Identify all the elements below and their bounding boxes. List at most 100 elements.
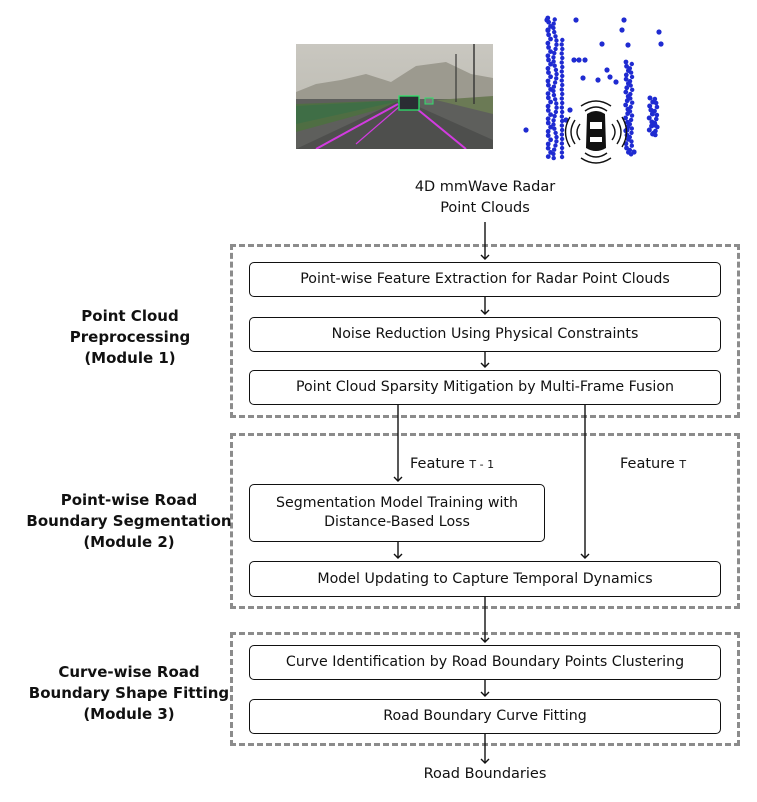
radar-point (551, 151, 556, 157)
radar-point (552, 63, 557, 68)
radar-point (559, 87, 564, 92)
road-camera-photo (296, 44, 493, 149)
radar-point (654, 104, 660, 110)
radar-point (629, 113, 635, 118)
step-label: Point-wise Feature Extraction for Radar … (300, 271, 670, 287)
radar-point (554, 139, 559, 144)
module-2-label-line: Point-wise Road (60, 491, 198, 509)
radar-point (551, 84, 557, 89)
radar-point (545, 129, 551, 134)
radar-point (576, 57, 582, 63)
radar-point (559, 69, 564, 74)
step-model-updating: Model Updating to Capture Temporal Dynam… (249, 561, 721, 597)
radar-point (559, 51, 564, 56)
radar-point (653, 116, 659, 122)
radar-point (559, 150, 565, 155)
radar-point (629, 130, 634, 135)
radar-point (631, 149, 637, 155)
step-segmentation-training: Segmentation Model Training with Distanc… (249, 484, 545, 542)
step-label: Point Cloud Sparsity Mitigation by Multi… (296, 379, 674, 395)
radar-point (624, 85, 630, 91)
feature-prev-label: Feature T - 1 (410, 454, 494, 475)
radar-point (554, 76, 559, 81)
radar-point (554, 134, 559, 140)
input-label-line1: 4D mmWave Radar (414, 179, 556, 195)
radar-point (545, 40, 551, 46)
radar-point (545, 145, 551, 151)
radar-point (624, 127, 630, 133)
radar-point (629, 143, 635, 148)
radar-point (628, 70, 634, 75)
radar-point (613, 79, 619, 85)
radar-point (653, 128, 658, 134)
radar-point (649, 123, 655, 129)
radar-point (624, 63, 629, 69)
feature-prev-subscript: T - 1 (469, 458, 495, 471)
radar-point (627, 122, 633, 127)
radar-point (551, 122, 556, 127)
radar-point (652, 120, 658, 126)
radar-point (552, 113, 557, 119)
radar-point (629, 100, 635, 105)
radar-point (560, 46, 565, 52)
radar-point (560, 55, 565, 61)
feature-curr-text: Feature (620, 456, 675, 472)
radar-point (623, 59, 629, 65)
radar-point (567, 107, 573, 113)
radar-point (551, 155, 556, 161)
radar-point (655, 124, 660, 130)
module-1-label-line: Preprocessing (69, 328, 191, 346)
radar-point (559, 60, 564, 65)
radar-point (623, 141, 629, 147)
radar-point (559, 96, 565, 101)
radar-point (623, 76, 629, 82)
radar-point (627, 109, 633, 114)
radar-point (545, 103, 551, 109)
radar-point (563, 117, 569, 123)
radar-point (650, 131, 656, 137)
radar-point (551, 21, 556, 26)
radar-point (551, 55, 556, 60)
radar-point (628, 152, 634, 157)
step-sparsity-mitigation: Point Cloud Sparsity Mitigation by Multi… (249, 370, 721, 405)
radar-point (548, 150, 553, 155)
radar-point (629, 87, 635, 93)
feature-curr-subscript: T (679, 458, 687, 471)
radar-point (553, 46, 558, 52)
radar-point (653, 100, 659, 106)
radar-point (545, 116, 551, 122)
radar-point (646, 115, 652, 121)
radar-point (559, 78, 564, 83)
input-label-line2: Point Clouds (440, 200, 530, 216)
radar-point (553, 109, 559, 115)
radar-point (627, 134, 633, 140)
radar-point (552, 80, 558, 85)
radar-point (628, 96, 633, 101)
radar-point (560, 82, 565, 88)
radar-point (559, 132, 565, 137)
radar-point (652, 108, 657, 114)
radar-point (559, 109, 565, 115)
module-1-label: Point Cloud Preprocessing (Module 1) (30, 306, 230, 369)
radar-point (545, 53, 551, 59)
radar-point (554, 101, 559, 106)
radar-point (560, 64, 565, 70)
radar-point (629, 139, 634, 144)
step-label-line: Distance-Based Loss (324, 514, 470, 530)
radar-point (625, 106, 631, 112)
radar-point (551, 92, 557, 98)
radar-point (559, 118, 565, 124)
radar-point (545, 120, 551, 126)
radar-point (560, 73, 565, 79)
step-label: Road Boundary Curve Fitting (383, 708, 587, 724)
radar-point (546, 82, 551, 88)
radar-point (545, 15, 551, 21)
radar-point (559, 154, 565, 160)
radar-point (545, 78, 551, 84)
radar-point (559, 100, 565, 106)
radar-point (552, 29, 557, 35)
radar-point (653, 132, 658, 138)
radar-point (628, 117, 634, 123)
radar-point (582, 57, 588, 63)
module-1-label-line: Point Cloud (81, 307, 179, 325)
